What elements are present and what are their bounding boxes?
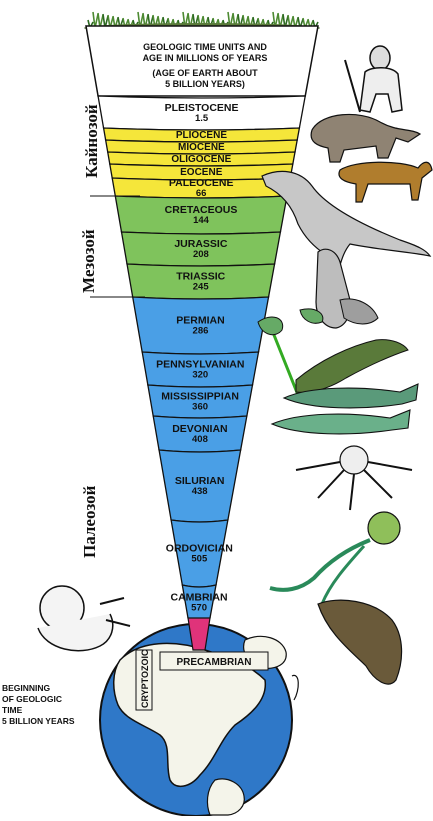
caveman-icon [345,46,402,112]
era-cenozoic-label: Кайнозой [82,78,102,178]
precambrian-label: PRECAMBRIAN [177,657,252,668]
fish-icon-2 [272,410,410,434]
period-age-pennsylvanian: 320 [192,370,208,381]
beginning-note: BEGINNING OF GEOLOGIC TIME 5 BILLION YEA… [2,683,122,727]
period-name-miocene: MIOCENE [178,142,225,153]
period-age-devonian: 408 [192,434,208,445]
period-age-mississippian: 360 [192,402,208,413]
beginning-line-3: TIME [2,705,122,716]
cryptozoic-label: CRYPTOZOIC [140,649,150,708]
header-line-4: 5 BILLION YEARS) [110,79,300,90]
period-age-permian: 286 [193,326,209,337]
period-name-pliocene: PLIOCENE [176,130,227,141]
trilobite-icon [318,600,402,684]
beginning-line-2: OF GEOLOGIC [2,694,122,705]
europe-landmass [292,675,298,700]
period-age-ordovician: 505 [191,554,208,565]
reptile-icon [316,249,378,328]
dinosaur-icon [262,171,430,280]
period-age-cretaceous: 144 [193,215,210,226]
beginning-line-1: BEGINNING [2,683,122,694]
period-age-triassic: 245 [193,282,210,293]
period-age-silurian: 438 [192,486,208,497]
horse-icon [339,162,432,202]
era-mesozoic-label: Мезозой [79,203,99,293]
header-line-1: GEOLOGIC TIME UNITS AND [110,42,300,53]
period-age-jurassic: 208 [193,249,209,260]
sea-lily-icon [296,446,412,510]
period-age-cambrian: 570 [191,603,207,614]
header-title: GEOLOGIC TIME UNITS AND AGE IN MILLIONS … [110,42,300,90]
header-line-2: AGE IN MILLIONS OF YEARS [110,53,300,64]
nautilus-icon [270,512,400,604]
period-age-pleistocene: 1.5 [195,113,209,124]
beginning-line-4: 5 BILLION YEARS [2,716,122,727]
header-line-3: (AGE OF EARTH ABOUT [110,68,300,79]
mammal-icon [311,114,420,162]
period-name-oligocene: OLIGOCENE [171,154,231,165]
era-paleozoic-label: Палеозой [80,458,100,558]
baby-icon [38,586,130,651]
fern-icon [296,340,408,393]
period-age-paleocene: 66 [196,188,207,199]
